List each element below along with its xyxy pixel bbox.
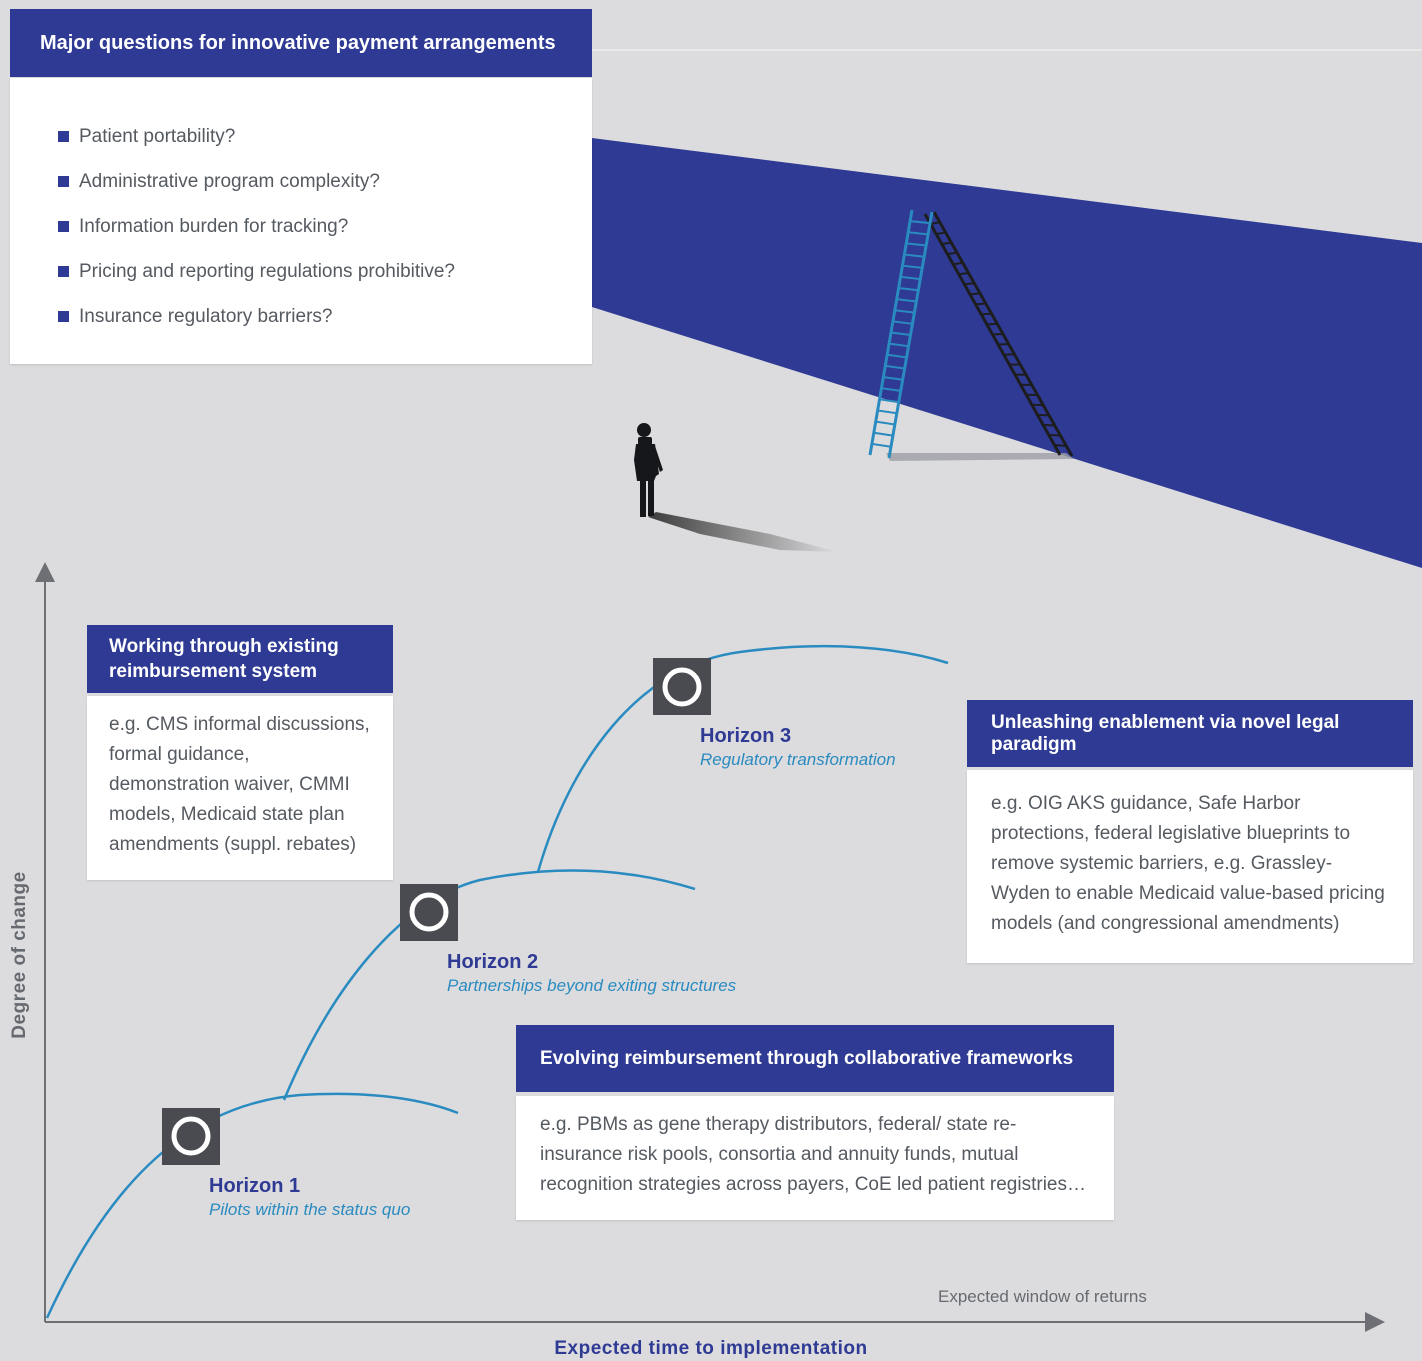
bullet-square-icon (58, 311, 69, 322)
ladder-rung (909, 220, 931, 225)
ladder-rung (986, 322, 998, 326)
ladder-rung (908, 231, 929, 236)
ladder-rung (875, 420, 896, 426)
ladder-rung (873, 431, 894, 437)
list-item: Patient portability? (58, 114, 455, 159)
ladder-rung (981, 312, 992, 316)
black-ladder-rungs (930, 221, 1067, 447)
questions-list: Patient portability? Administrative prog… (58, 114, 455, 339)
unleashing-box-body: e.g. OIG AKS guidance, Safe Harbor prote… (967, 770, 1413, 963)
bullet-square-icon (58, 221, 69, 232)
ladder-rung (1043, 423, 1055, 427)
horizon-1-title: Horizon 1 (209, 1175, 301, 1197)
question-text: Information burden for tracking? (79, 215, 349, 237)
ladder-rung (975, 302, 986, 306)
questions-title: Major questions for innovative payment a… (10, 9, 592, 77)
ladder-rung (904, 253, 925, 258)
question-text: Administrative program complexity? (79, 170, 380, 192)
ladder-rung (898, 286, 919, 292)
question-text: Pricing and reporting regulations prohib… (79, 260, 456, 282)
list-item: Insurance regulatory barriers? (58, 294, 455, 339)
evolving-box-body: e.g. PBMs as gene therapy distributors, … (516, 1096, 1114, 1220)
ladder-rung (1054, 443, 1067, 447)
ladder-rung (871, 442, 892, 448)
bullet-square-icon (58, 266, 69, 277)
question-text: Patient portability? (79, 125, 236, 147)
ladder-rung (896, 298, 917, 303)
horizon-2-title: Horizon 2 (447, 951, 539, 973)
ladder-rung (885, 364, 905, 370)
person-silhouette (634, 423, 663, 517)
unleashing-box-title: Unleashing enablement via novel legal pa… (967, 700, 1413, 767)
horizon-1-subtitle: Pilots within the status quo (209, 1200, 411, 1219)
list-item: Pricing and reporting regulations prohib… (58, 249, 455, 294)
working-box-title: Working through existing reimbursement s… (87, 625, 393, 693)
list-item: Information burden for tracking? (58, 204, 455, 249)
ladder-rung (1037, 413, 1050, 417)
ladder-rung (879, 398, 899, 404)
ladder-rung (1048, 433, 1061, 437)
ladder-shadow (886, 453, 1074, 461)
ladder-rung (930, 221, 940, 226)
horizon-1-curve (45, 1092, 459, 1319)
ladder-rung (900, 275, 921, 281)
ladder-rung (887, 353, 907, 359)
ladder-rung (888, 342, 909, 348)
ladder-rung (906, 242, 927, 247)
ladder-rung (892, 320, 913, 325)
question-text: Insurance regulatory barriers? (79, 305, 333, 327)
horizon-3-title: Horizon 3 (700, 725, 792, 747)
horizon-2-marker (400, 884, 458, 941)
ladder-rung (958, 272, 969, 276)
person-shadow (648, 512, 838, 552)
ladder-rung (992, 333, 1004, 336)
horizon-3-subtitle: Regulatory transformation (700, 750, 896, 769)
ladder-rung (890, 331, 911, 336)
wall (592, 138, 1422, 568)
ladder-rung (894, 309, 915, 314)
questions-panel (10, 78, 592, 364)
bullet-square-icon (58, 131, 69, 142)
ladder-rung (881, 387, 901, 392)
horizon-1-marker (162, 1108, 220, 1165)
horizon-3-curve (536, 644, 949, 873)
x-axis-label: Expected time to implementation (554, 1338, 868, 1359)
working-box-body: e.g. CMS informal discussions, formal gu… (87, 696, 393, 880)
bullet-square-icon (58, 176, 69, 187)
horizon-2-curve (282, 869, 696, 1101)
returns-label: Expected window of returns (938, 1287, 1147, 1306)
ladder-rung (877, 409, 897, 415)
ladder-rung (969, 292, 981, 296)
ladder-rung (964, 282, 975, 286)
y-axis-label: Degree of change (9, 871, 30, 1039)
ladder-rung (952, 261, 963, 266)
horizon-2-subtitle: Partnerships beyond exiting structures (447, 976, 737, 995)
evolving-box-title: Evolving reimbursement through collabora… (516, 1025, 1114, 1092)
ladder-rung (883, 376, 903, 381)
ladder-rung (902, 264, 923, 269)
list-item: Administrative program complexity? (58, 159, 455, 204)
blue-ladder-rungs (871, 220, 931, 448)
ladder-rung (936, 231, 946, 236)
horizon-3-marker (653, 658, 711, 715)
ladder-rung (941, 241, 952, 246)
ladder-rung (947, 251, 958, 256)
